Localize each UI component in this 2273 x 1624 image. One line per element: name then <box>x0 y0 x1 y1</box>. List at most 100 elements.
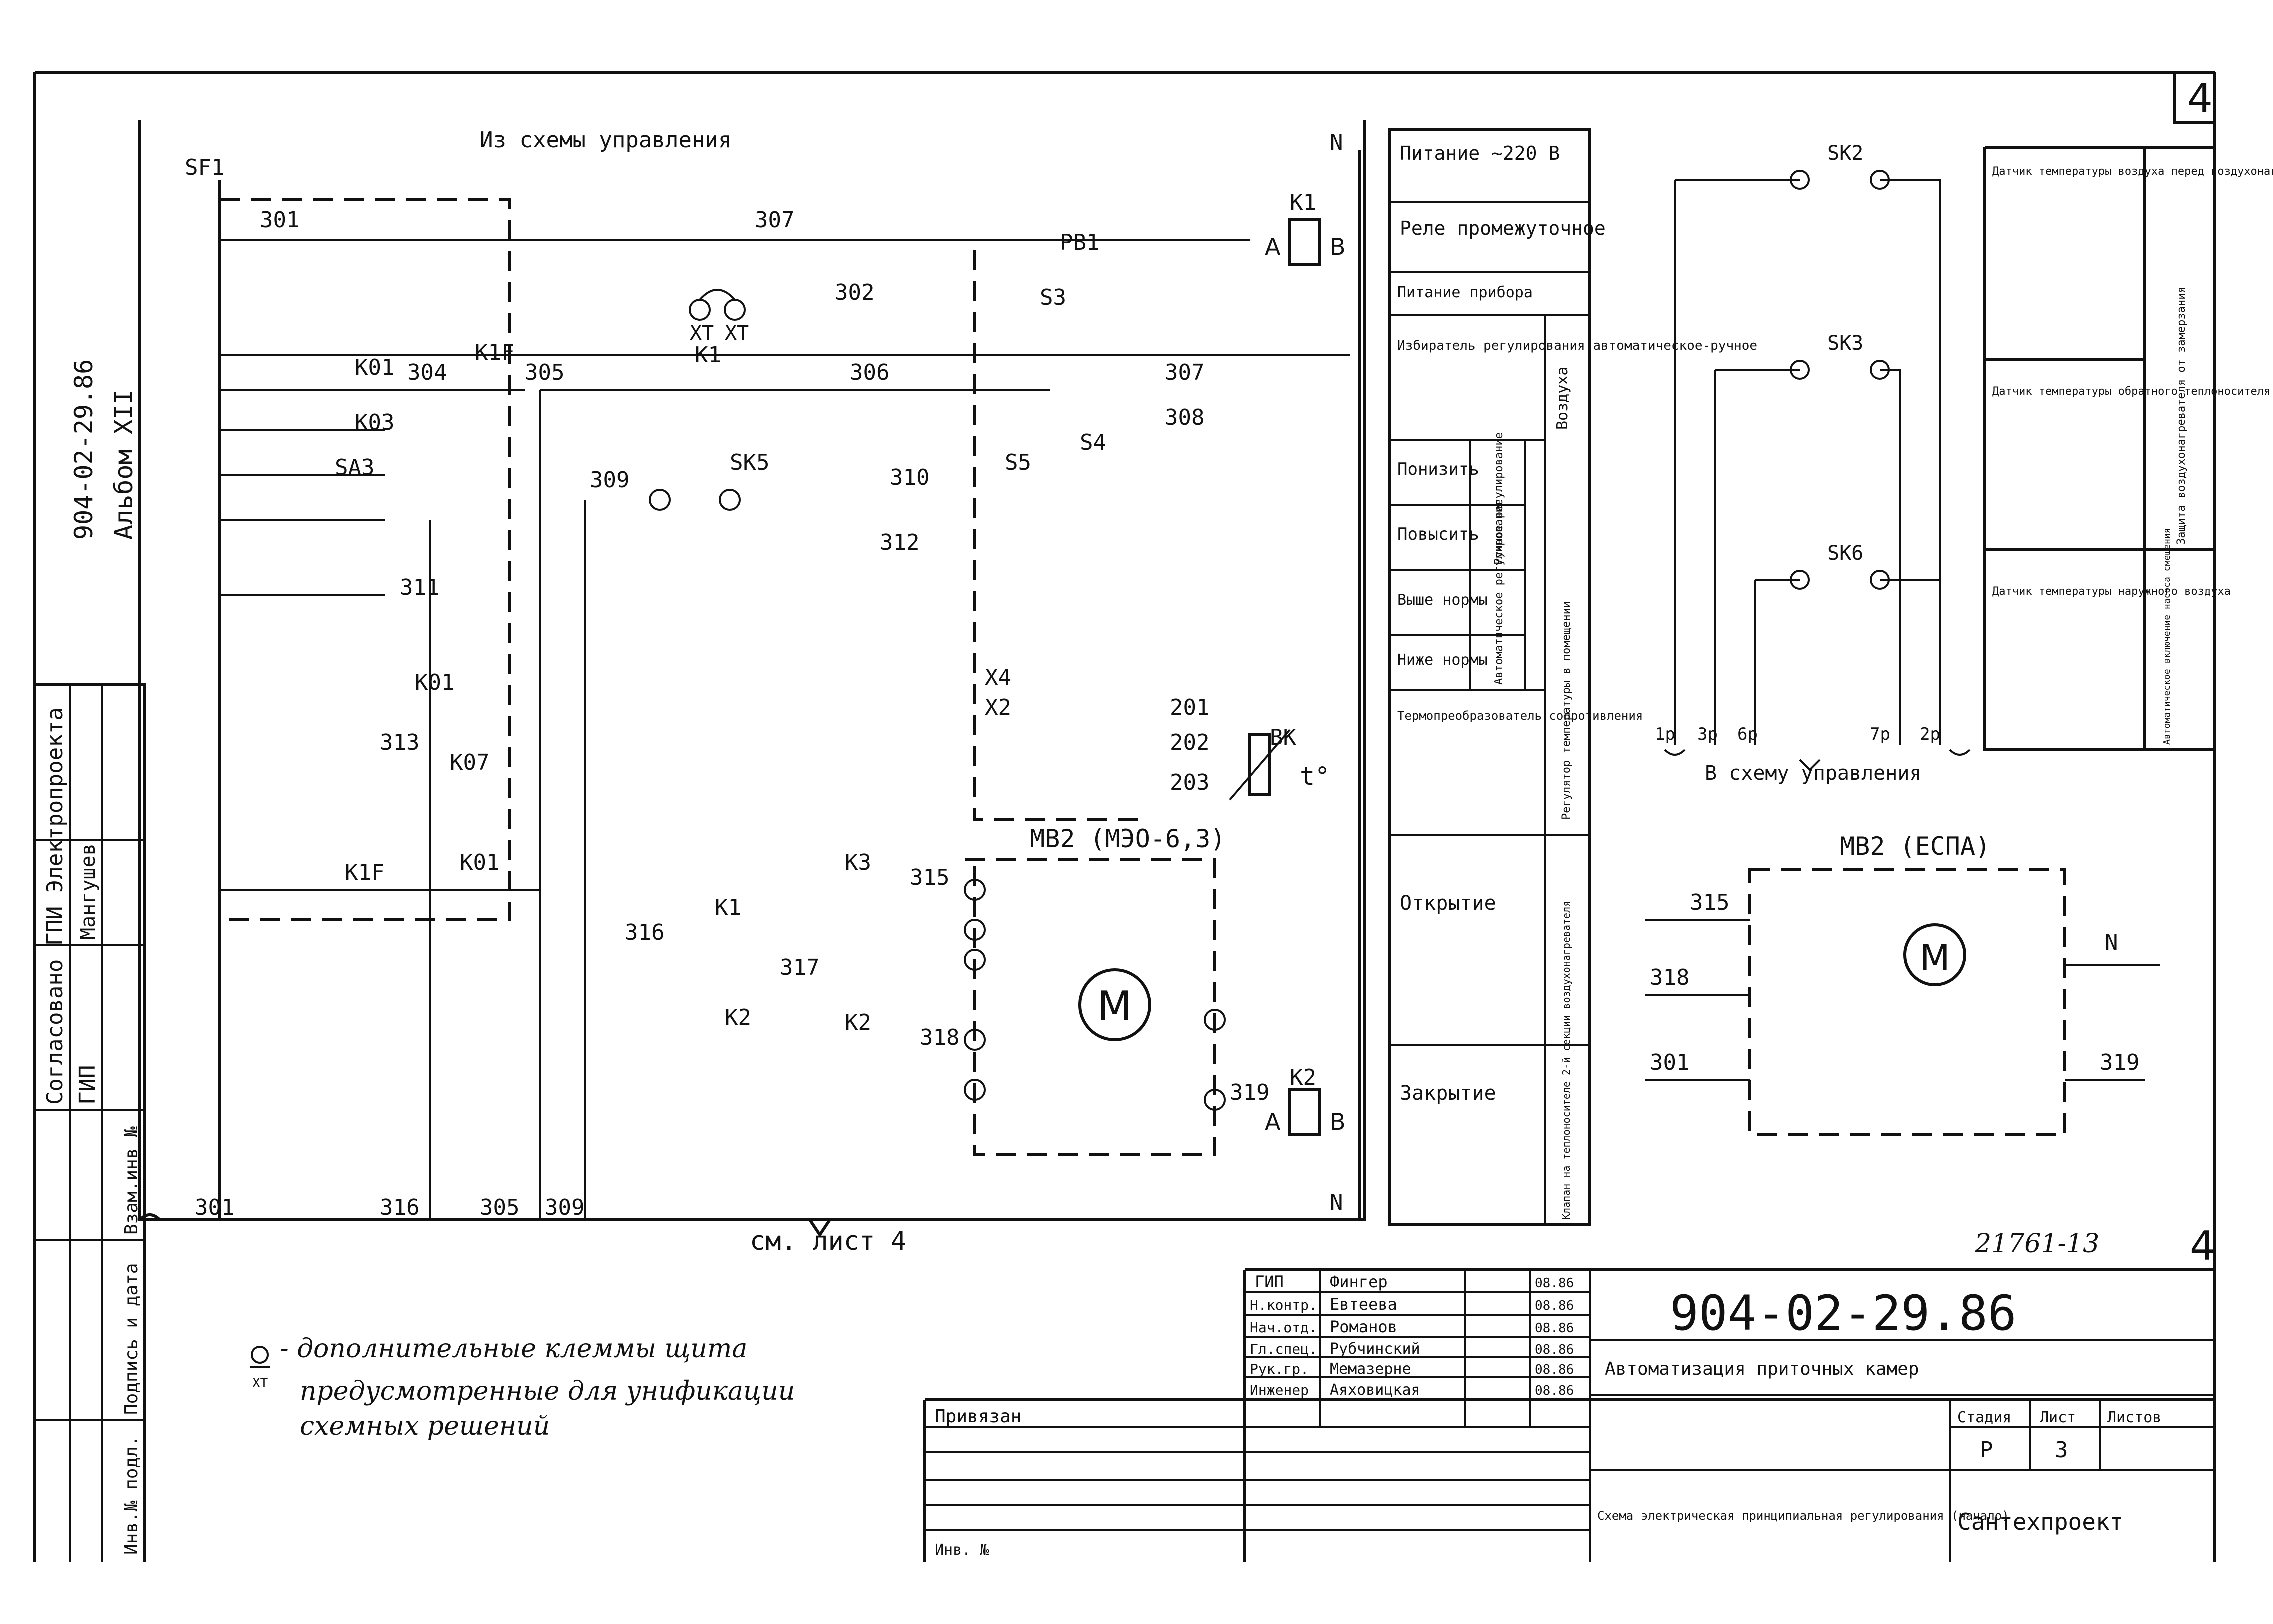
svg-text:316: 316 <box>380 1195 420 1220</box>
svg-text:301: 301 <box>195 1195 234 1220</box>
svg-text:305: 305 <box>525 360 564 386</box>
svg-text:08.86: 08.86 <box>1535 1342 1574 1358</box>
see-sheet-label: см. лист 4 <box>750 1226 906 1256</box>
svg-text:BK: BK <box>1270 725 1296 750</box>
svg-text:318: 318 <box>920 1025 960 1050</box>
svg-text:301: 301 <box>260 208 300 233</box>
svg-text:K2: K2 <box>725 1005 752 1030</box>
svg-text:08.86: 08.86 <box>1535 1384 1574 1398</box>
motor-symbol-left <box>1078 968 1152 1042</box>
svg-text:N: N <box>1330 130 1344 156</box>
svg-text:A: A <box>1265 234 1281 260</box>
svg-text:S3: S3 <box>1040 285 1066 310</box>
agreed-label: Согласовано ГПИ Электропроекта <box>42 708 68 1105</box>
svg-text:315: 315 <box>1690 890 1730 916</box>
sheet-title: Схема электрическая принципиальная регул… <box>1598 1509 2010 1523</box>
organization: Сантехпроект <box>1958 1508 2124 1536</box>
svg-text:Открытие: Открытие <box>1400 892 1496 915</box>
svg-text:Датчик температуры обратного т: Датчик температуры обратного теплоносите… <box>1992 386 2270 398</box>
mb2-right-label: MB2 (ЕСПА) <box>1840 832 1990 861</box>
svg-text:Нач.отд.: Нач.отд. <box>1250 1320 1318 1336</box>
svg-text:Н.контр.: Н.контр. <box>1250 1297 1318 1314</box>
svg-text:M: M <box>1920 938 1950 978</box>
svg-text:SK5: SK5 <box>730 450 770 476</box>
svg-text:K03: K03 <box>355 410 394 436</box>
gip-name: Мангушев <box>77 844 100 940</box>
svg-text:SA3: SA3 <box>335 455 374 480</box>
bound-label: Привязан <box>935 1406 1022 1427</box>
svg-text:K07: K07 <box>450 750 490 776</box>
mb2-left-label: MB2 (МЭО-6,3) <box>1030 824 1226 854</box>
svg-text:310: 310 <box>890 465 930 490</box>
inventory-number: 21761-13 <box>1974 1229 2100 1259</box>
svg-text:схемных решений: схемных решений <box>300 1412 550 1442</box>
svg-text:Евтеева: Евтеева <box>1330 1295 1398 1314</box>
svg-text:K1: K1 <box>695 342 722 368</box>
svg-text:X4: X4 <box>985 665 1012 690</box>
svg-text:B: B <box>1330 1108 1346 1136</box>
svg-text:S5: S5 <box>1005 450 1032 476</box>
svg-text:307: 307 <box>755 208 794 233</box>
svg-text:306: 306 <box>850 360 890 386</box>
svg-text:Питание прибора: Питание прибора <box>1398 284 1533 302</box>
inv-no-label: Инв. № <box>935 1542 989 1559</box>
svg-text:305: 305 <box>480 1195 520 1220</box>
svg-text:Защита воздухонагревателя от з: Защита воздухонагревателя от замерзания <box>2176 286 2188 545</box>
footnote: XT - дополнительные клеммы щита предусмо… <box>250 1334 795 1442</box>
main-diagram: см. лист 4 M <box>138 120 1366 1256</box>
svg-text:312: 312 <box>880 530 920 556</box>
svg-text:Листов: Листов <box>2108 1409 2162 1426</box>
svg-text:319: 319 <box>2100 1050 2140 1076</box>
svg-text:304: 304 <box>408 360 447 386</box>
svg-text:317: 317 <box>780 955 820 980</box>
svg-text:M: M <box>1098 983 1132 1030</box>
svg-text:Регулятор температуры в помеще: Регулятор температуры в помещении <box>1560 602 1573 820</box>
svg-text:201: 201 <box>1170 695 1210 720</box>
svg-text:202: 202 <box>1170 730 1210 756</box>
svg-text:K01: K01 <box>460 850 500 876</box>
svg-text:308: 308 <box>1165 405 1204 430</box>
svg-text:K3: K3 <box>845 850 872 876</box>
svg-text:B: B <box>1330 234 1346 260</box>
svg-text:Датчик температуры наружного в: Датчик температуры наружного воздуха <box>1992 586 2231 598</box>
svg-text:319: 319 <box>1230 1080 1270 1106</box>
svg-text:K1F: K1F <box>345 860 384 886</box>
svg-text:203: 203 <box>1170 770 1210 796</box>
terminal-icon <box>251 1346 269 1364</box>
svg-text:SK3: SK3 <box>1828 332 1864 355</box>
svg-text:08.86: 08.86 <box>1535 1298 1574 1314</box>
inv-podl-label: Инв.№ подл. <box>122 1436 142 1555</box>
svg-text:Избиратель регулирования автом: Избиратель регулирования автоматическое-… <box>1398 338 1758 354</box>
svg-text:PB1: PB1 <box>1060 230 1100 256</box>
svg-text:309: 309 <box>545 1195 584 1220</box>
sign-date-label: Подпись и дата <box>122 1264 142 1415</box>
svg-text:предусмотренные для унификации: предусмотренные для унификации <box>300 1376 795 1406</box>
svg-text:XT: XT <box>725 322 749 345</box>
svg-text:Термопреобразователь сопротивл: Термопреобразователь сопротивления <box>1398 709 1643 723</box>
motor-espa: M MB2 (ЕСПА) 315 318 301 319 N <box>1645 832 2160 1136</box>
svg-text:A: A <box>1265 1108 1281 1136</box>
svg-text:S4: S4 <box>1080 430 1106 456</box>
svg-text:X2: X2 <box>985 695 1012 720</box>
svg-text:t°: t° <box>1300 762 1330 791</box>
svg-text:Повысить: Повысить <box>1398 524 1480 544</box>
svg-text:311: 311 <box>400 575 440 600</box>
svg-text:SK2: SK2 <box>1828 142 1864 165</box>
svg-text:K01: K01 <box>355 355 394 380</box>
sheet-number-bottom: 4 <box>2190 1223 2216 1270</box>
svg-text:302: 302 <box>835 280 874 306</box>
svg-text:08.86: 08.86 <box>1535 1362 1574 1378</box>
svg-text:Рук.гр.: Рук.гр. <box>1250 1361 1309 1378</box>
svg-text:307: 307 <box>1165 360 1204 386</box>
svg-text:Автоматическое регулирование: Автоматическое регулирование <box>1493 500 1506 685</box>
svg-text:Рубчинский: Рубчинский <box>1330 1340 1420 1358</box>
svg-text:Закрытие: Закрытие <box>1400 1082 1496 1105</box>
svg-text:315: 315 <box>910 865 950 890</box>
svg-text:K01: K01 <box>415 670 454 696</box>
svg-text:Реле промежуточное: Реле промежуточное <box>1400 218 1606 240</box>
svg-text:Датчик температуры воздуха пер: Датчик температуры воздуха перед воздухо… <box>1992 166 2273 178</box>
svg-text:08.86: 08.86 <box>1535 1276 1574 1291</box>
svg-text:Питание ~220 В: Питание ~220 В <box>1400 142 1560 164</box>
svg-text:XT: XT <box>252 1376 268 1391</box>
